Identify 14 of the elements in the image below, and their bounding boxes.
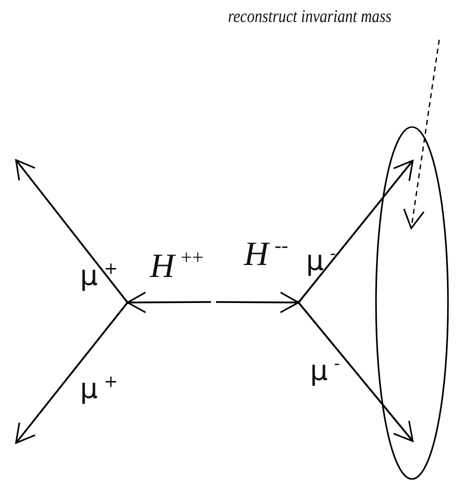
particle-label: μ$^{-}$ <box>310 357 340 385</box>
particle-label: H$^{++}$ <box>150 250 204 284</box>
leader-arrow <box>403 40 440 230</box>
particle-arrow <box>298 160 414 304</box>
particle-label: μ$^{+}$ <box>80 262 118 290</box>
particle-arrow <box>126 292 211 314</box>
annotation-text: reconstruct invariant mass <box>228 6 392 27</box>
particle-label: H$^{--}$ <box>244 238 288 272</box>
particle-arrow <box>216 292 300 314</box>
particle-arrow <box>15 302 128 444</box>
particle-label: μ$^{+}$ <box>80 375 118 403</box>
particle-arrow <box>15 159 128 304</box>
particle-label: μ$^{-}$ <box>306 247 336 275</box>
particle-arrow <box>298 302 414 442</box>
